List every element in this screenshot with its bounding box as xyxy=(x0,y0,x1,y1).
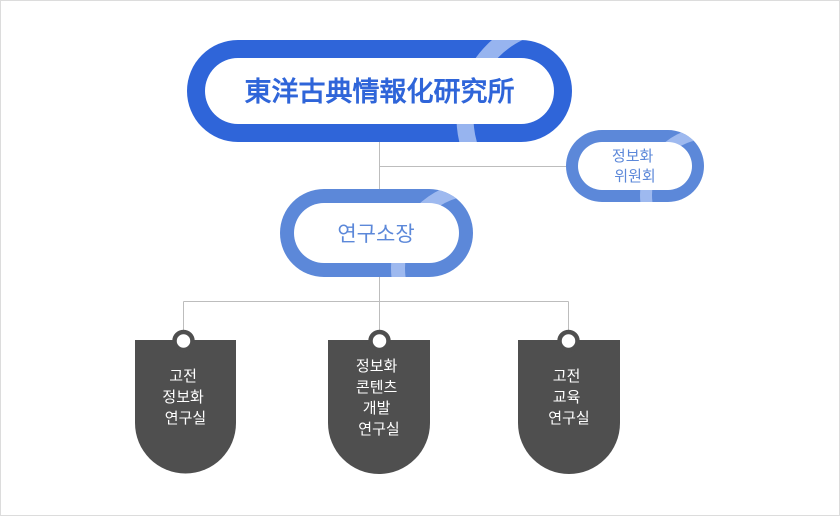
lab-node-3-line-1: 고전 xyxy=(553,367,581,385)
lab-node-3-connector-dot xyxy=(557,329,580,353)
lab-node-2-line-2: 콘텐츠 xyxy=(356,378,398,396)
committee-node: 정보화 위원회 xyxy=(566,130,704,202)
lab-node-2-label: 정보화 콘텐츠 개발 연구실 xyxy=(356,357,402,438)
director-label: 연구소장 xyxy=(337,222,414,246)
committee-label-line-2: 위원회 xyxy=(614,167,655,185)
lab-node-2: 정보화 콘텐츠 개발 연구실 xyxy=(328,329,430,474)
lab-node-3-label: 고전 교육 연구실 xyxy=(548,367,589,427)
lab-node-3-line-2: 교육 xyxy=(553,388,581,406)
lab-node-1-label: 고전 정보화 연구실 xyxy=(162,367,208,427)
institute-title: 東洋古典情報化研究所 xyxy=(245,76,515,108)
lab-node-2-line-3: 개발 xyxy=(363,399,391,417)
lab-node-1-line-1: 고전 xyxy=(169,367,197,385)
director-node-swoosh xyxy=(391,189,473,277)
lab-node-2-line-1: 정보화 xyxy=(356,357,398,375)
committee-label-line-1: 정보화 xyxy=(612,147,654,165)
committee-node-swoosh xyxy=(640,130,704,202)
connector-lines xyxy=(183,142,569,333)
lab-node-2-connector-dot xyxy=(368,329,391,353)
lab-node-3-line-3: 연구실 xyxy=(548,409,589,427)
lab-node-1: 고전 정보화 연구실 xyxy=(135,329,236,474)
lab-node-1-line-2: 정보화 xyxy=(162,388,204,406)
institute-node: 東洋古典情報化研究所 xyxy=(187,40,572,142)
lab-node-2-line-4: 연구실 xyxy=(358,420,399,438)
lab-node-1-line-3: 연구실 xyxy=(165,409,206,427)
lab-node-1-connector-dot xyxy=(172,329,195,353)
committee-label: 정보화 위원회 xyxy=(612,147,658,185)
director-node: 연구소장 xyxy=(280,189,473,277)
lab-node-3: 고전 교육 연구실 xyxy=(518,329,620,474)
